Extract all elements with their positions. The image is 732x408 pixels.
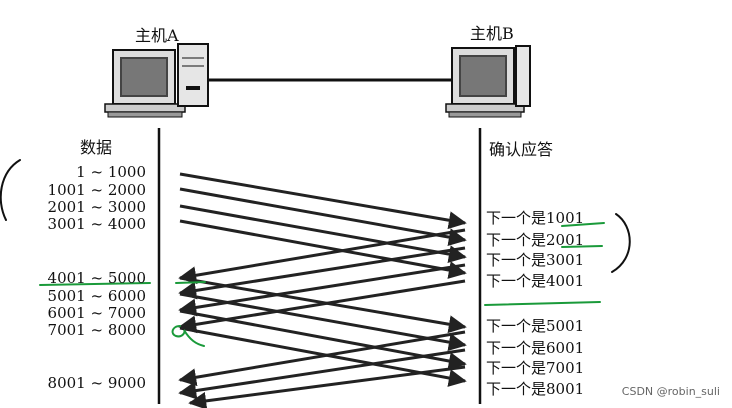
annotation-marks — [39, 222, 605, 347]
ack-label: 下一个是1001 — [486, 209, 585, 227]
computer-a-icon — [104, 43, 209, 118]
ack-arrows-window2 — [178, 330, 466, 408]
data-arrows-window1 — [179, 172, 467, 279]
ack-label: 下一个是6001 — [486, 339, 585, 357]
host-b-label: 主机B — [470, 24, 514, 43]
segment-label: 3001 ~ 4000 — [47, 215, 146, 233]
data-arrows-window2 — [179, 276, 467, 387]
segment-label: 2001 ~ 3000 — [47, 198, 146, 216]
ack-label: 下一个是5001 — [486, 317, 585, 335]
segment-label: 8001 ~ 9000 — [47, 374, 146, 392]
segment-label: 6001 ~ 7000 — [47, 304, 146, 322]
data-column-title: 数据 — [80, 138, 113, 157]
segment-label: 1001 ~ 2000 — [47, 181, 146, 199]
bracket-marks — [0, 159, 631, 273]
host-a-label: 主机A — [135, 26, 179, 45]
ack-column-title: 确认应答 — [489, 140, 554, 159]
watermark: CSDN @robin_suli — [621, 385, 720, 398]
ack-label: 下一个是7001 — [486, 359, 585, 377]
segment-label: 7001 ~ 8000 — [47, 321, 146, 339]
ack-label: 下一个是4001 — [486, 272, 585, 290]
ack-label: 下一个是8001 — [486, 380, 585, 398]
segment-label: 5001 ~ 6000 — [47, 287, 146, 305]
segment-label: 1 ~ 1000 — [76, 163, 146, 181]
ack-label: 下一个是2001 — [486, 231, 585, 249]
ack-arrows-window1 — [178, 228, 466, 334]
computer-b-icon — [445, 45, 531, 118]
ack-label: 下一个是3001 — [486, 251, 585, 269]
segment-label: 4001 ~ 5000 — [47, 269, 146, 287]
